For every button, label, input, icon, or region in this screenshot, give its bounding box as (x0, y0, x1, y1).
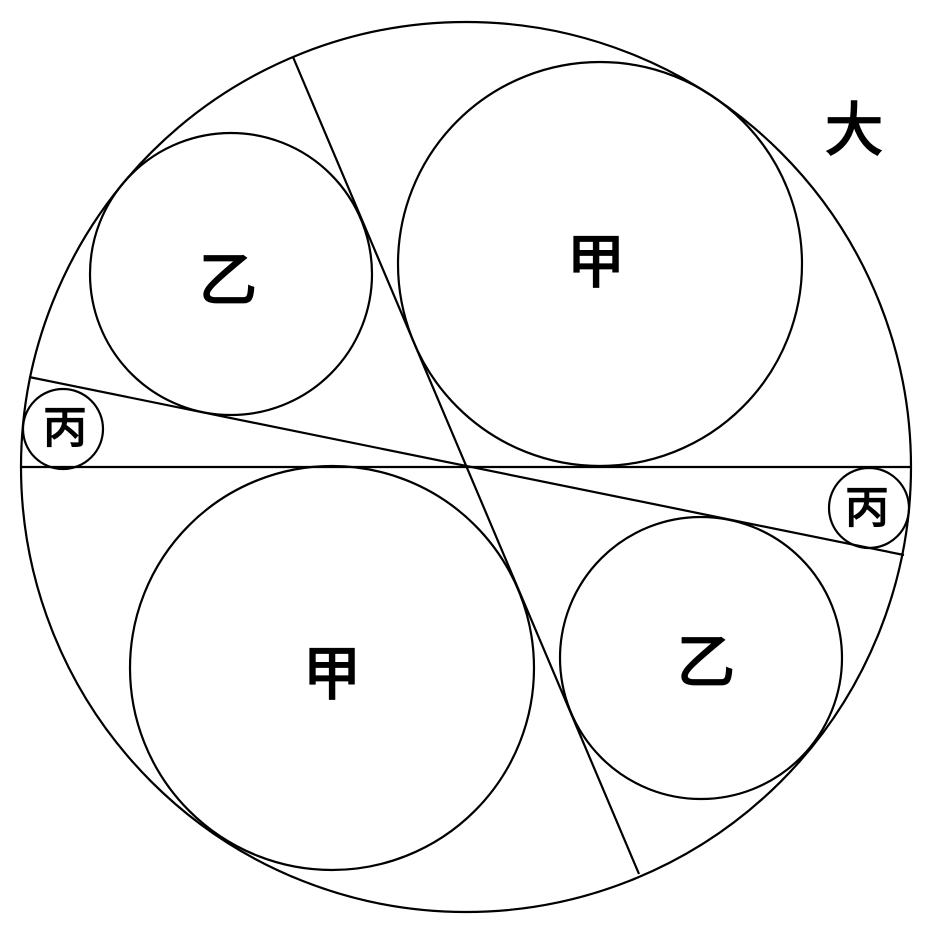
label-bing-right: 丙 (845, 483, 889, 534)
circle-jia-top (396, 60, 804, 468)
circle-bing-right (827, 466, 911, 550)
label-yi-bottom: 乙 (677, 628, 735, 696)
label-yi-top: 乙 (199, 246, 257, 314)
circle-bing-left (21, 387, 105, 471)
circle-jia-bottom (128, 464, 536, 872)
label-jia-bottom: 甲 (303, 640, 361, 708)
label-bing-left: 丙 (43, 403, 87, 454)
label-big-circle: 大 (825, 96, 883, 164)
shallow-chord (28, 375, 905, 557)
circle-yi-bottom (558, 515, 844, 801)
circle-yi-top (88, 131, 374, 417)
label-jia-top: 甲 (567, 228, 625, 296)
